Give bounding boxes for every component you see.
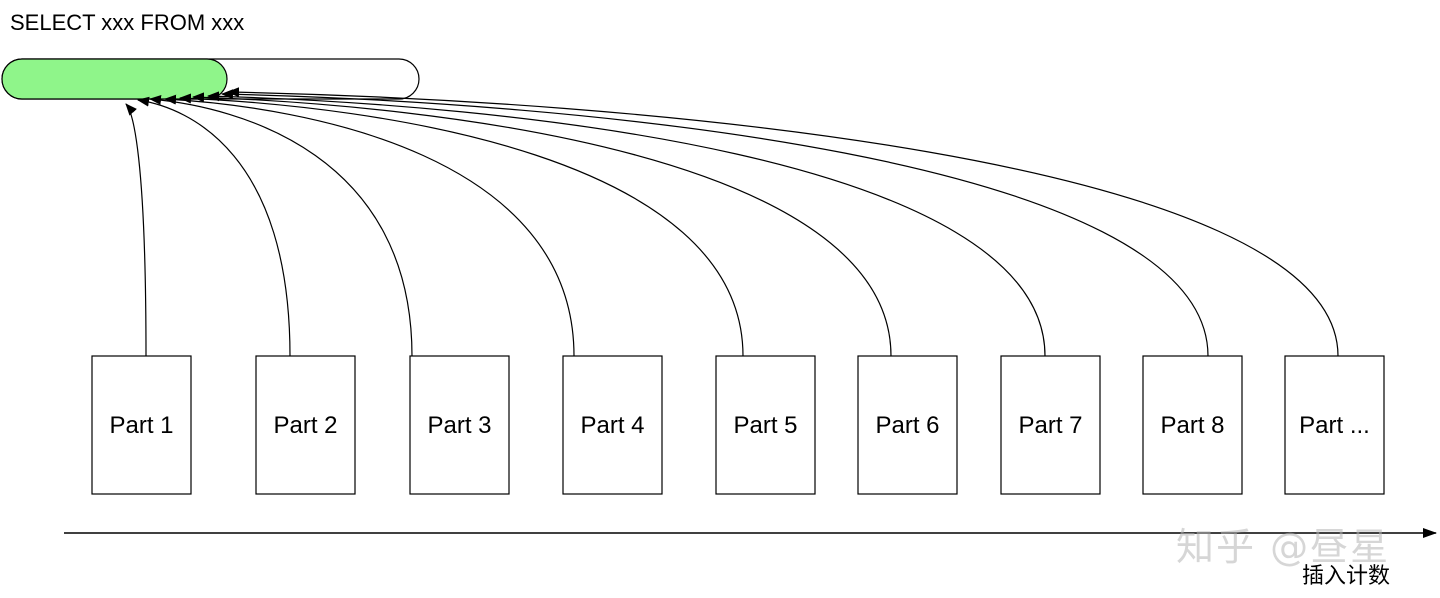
part-label: Part 8 (1160, 412, 1224, 439)
part-box: Part 3 (409, 355, 510, 495)
part-to-progress-arrow (164, 94, 575, 357)
part-box: Part 1 (91, 355, 192, 495)
part-box: Part 4 (562, 355, 663, 495)
part-rect (91, 355, 192, 495)
part-to-progress-arrow (149, 94, 413, 357)
part-to-progress-arrow (179, 93, 744, 357)
part-label: Part 3 (427, 412, 491, 439)
part-box: Part 2 (255, 355, 356, 495)
part-to-progress-arrow (221, 89, 1209, 357)
part-to-progress-arrow (192, 92, 892, 357)
part-rect (255, 355, 356, 495)
arrows-group (125, 87, 1339, 357)
part-rect (715, 355, 816, 495)
part-rect (1284, 355, 1385, 495)
part-to-progress-arrow (207, 91, 1046, 357)
part-box: Part 7 (1000, 355, 1101, 495)
part-rect (1142, 355, 1243, 495)
progress-fill (1, 58, 228, 100)
watermark: 知乎 @昼星 (1176, 525, 1391, 569)
parts-group: Part 1 Part 2 Part 3 Part 4 Part 5 Part 6 Part… (91, 355, 1385, 495)
part-rect (857, 355, 958, 495)
part-box: Part 8 (1142, 355, 1243, 495)
query-label: SELECT xxx FROM xxx (10, 10, 245, 35)
part-rect (1000, 355, 1101, 495)
part-to-progress-arrow (125, 103, 147, 357)
part-to-progress-arrow (227, 87, 1339, 357)
part-label: Part 1 (109, 412, 173, 439)
part-to-progress-arrow (137, 96, 291, 357)
part-label: Part 5 (733, 412, 797, 439)
part-rect (562, 355, 663, 495)
progress-bar (1, 58, 420, 100)
part-label: Part ... (1299, 412, 1370, 439)
part-rect (409, 355, 510, 495)
axis-label: 插入计数 (1302, 564, 1391, 589)
part-label: Part 7 (1018, 412, 1082, 439)
part-label: Part 6 (875, 412, 939, 439)
part-label: Part 4 (580, 412, 644, 439)
part-box: Part 5 (715, 355, 816, 495)
part-label: Part 2 (273, 412, 337, 439)
part-box: Part 6 (857, 355, 958, 495)
part-box: Part ... (1284, 355, 1385, 495)
